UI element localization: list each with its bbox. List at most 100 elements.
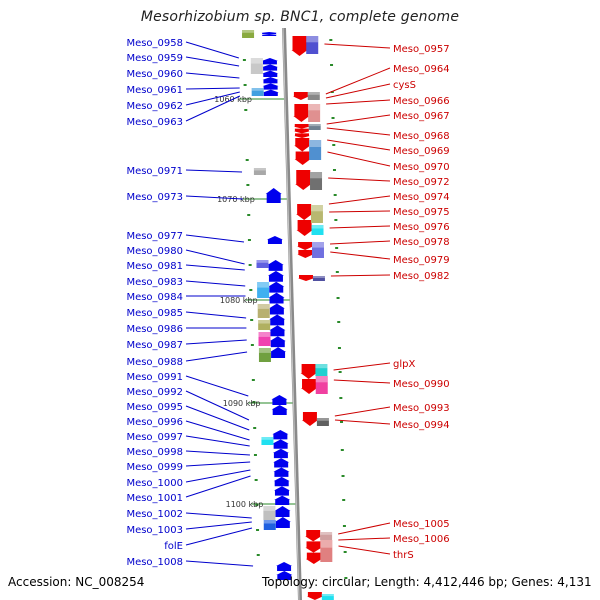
tick-mark xyxy=(334,219,338,221)
gene-box-highlight xyxy=(306,36,319,43)
gene-label-right[interactable]: Meso_0978 xyxy=(393,237,450,248)
forward-gene-arrow xyxy=(273,467,290,477)
tick-mark xyxy=(330,64,334,66)
forward-genes xyxy=(261,32,293,580)
gene-label-right[interactable]: Meso_0968 xyxy=(393,131,450,142)
right-leader-line xyxy=(327,139,391,151)
gene-label-left[interactable]: Meso_0998 xyxy=(126,447,183,458)
gene-label-left[interactable]: Meso_0992 xyxy=(126,387,183,398)
right-leader-line xyxy=(328,195,391,205)
reverse-gene-arrow xyxy=(295,170,312,190)
gene-label-right[interactable]: Meso_0974 xyxy=(393,192,450,203)
gene-function-box xyxy=(263,520,276,530)
gene-label-left[interactable]: Meso_0971 xyxy=(126,166,183,177)
gene-label-right[interactable]: Meso_0994 xyxy=(393,420,450,431)
tick-mark xyxy=(337,321,341,323)
left-leader-line xyxy=(185,234,245,243)
right-leader-line xyxy=(330,240,391,245)
tick-mark xyxy=(243,84,247,86)
left-leader-line xyxy=(185,450,250,456)
gene-function-box xyxy=(320,540,333,562)
tick-mark xyxy=(339,397,343,399)
right-leader-line xyxy=(326,127,391,136)
tick-mark xyxy=(333,194,337,196)
gene-label-right[interactable]: Meso_0976 xyxy=(393,222,450,233)
gene-label-left[interactable]: folE xyxy=(164,541,183,552)
gene-label-left[interactable]: Meso_0991 xyxy=(126,372,183,383)
gene-label-left[interactable]: Meso_1000 xyxy=(126,478,183,489)
tick-mark xyxy=(242,59,246,61)
gene-label-right[interactable]: cysS xyxy=(393,80,416,91)
reverse-gene-arrow xyxy=(297,275,314,281)
gene-label-right[interactable]: Meso_0979 xyxy=(393,255,450,266)
gene-label-left[interactable]: Meso_1008 xyxy=(126,557,183,568)
gene-function-box xyxy=(321,594,334,600)
tick-marks xyxy=(242,34,348,579)
right-leader-line xyxy=(338,522,391,535)
gene-label-left[interactable]: Meso_0984 xyxy=(126,292,183,303)
gene-label-left[interactable]: Meso_0996 xyxy=(126,417,183,428)
gene-label-right[interactable]: Meso_0964 xyxy=(393,64,450,75)
gene-label-right[interactable]: thrS xyxy=(393,550,414,561)
forward-gene-arrow xyxy=(261,34,278,36)
forward-gene-arrow xyxy=(262,89,279,96)
gene-label-right[interactable]: Meso_0957 xyxy=(393,44,450,55)
gene-label-left[interactable]: Meso_0981 xyxy=(126,261,183,272)
gene-function-box xyxy=(261,437,274,445)
gene-label-left[interactable]: Meso_0959 xyxy=(126,53,183,64)
gene-function-box xyxy=(258,320,271,330)
forward-gene-arrow xyxy=(274,495,291,505)
gene-label-left[interactable]: Meso_0995 xyxy=(126,402,183,413)
gene-label-right[interactable]: Meso_0967 xyxy=(393,111,450,122)
left-leader-line xyxy=(185,435,250,447)
gene-label-right[interactable]: Meso_0966 xyxy=(393,96,450,107)
reverse-genes xyxy=(291,36,323,600)
gene-label-left[interactable]: Meso_1003 xyxy=(126,525,183,536)
topology-text: Topology: circular; Length: 4,412,446 bp… xyxy=(262,575,592,589)
gene-box-highlight xyxy=(316,418,329,421)
gene-label-right[interactable]: Meso_1005 xyxy=(393,519,450,530)
gene-box-highlight xyxy=(310,205,323,212)
reverse-gene-arrow xyxy=(301,379,318,394)
gene-box-highlight xyxy=(263,520,276,524)
gene-label-right[interactable]: Meso_0972 xyxy=(393,177,450,188)
kbp-label: 1090 kbp xyxy=(223,399,261,408)
forward-gene-arrow xyxy=(276,571,293,580)
gene-label-left[interactable]: Meso_0997 xyxy=(126,432,183,443)
gene-label-left[interactable]: Meso_0973 xyxy=(126,192,183,203)
gene-function-box xyxy=(316,418,329,426)
gene-label-left[interactable]: Meso_0986 xyxy=(126,324,183,335)
gene-label-right[interactable]: Meso_0990 xyxy=(393,379,450,390)
gene-box-highlight xyxy=(311,242,324,248)
gene-label-right[interactable]: Meso_0975 xyxy=(393,207,450,218)
left-leader-line xyxy=(185,195,243,200)
gene-label-left[interactable]: Meso_0999 xyxy=(126,462,183,473)
forward-gene-arrow xyxy=(268,303,285,315)
right-leader-line xyxy=(326,114,391,125)
gene-label-left[interactable]: Meso_0987 xyxy=(126,340,183,351)
genome-title: Mesorhizobium sp. BNC1, complete genome xyxy=(140,9,460,25)
gene-label-right[interactable]: Meso_0970 xyxy=(393,162,450,173)
gene-label-left[interactable]: Meso_0960 xyxy=(126,69,183,80)
gene-label-left[interactable]: Meso_0985 xyxy=(126,308,183,319)
gene-label-left[interactable]: Meso_1001 xyxy=(126,493,183,504)
gene-label-left[interactable]: Meso_0958 xyxy=(126,38,183,49)
gene-label-left[interactable]: Meso_0963 xyxy=(126,117,183,128)
gene-label-right[interactable]: Meso_0993 xyxy=(393,403,450,414)
gene-label-left[interactable]: Meso_0988 xyxy=(126,357,183,368)
gene-label-left[interactable]: Meso_0961 xyxy=(126,85,183,96)
gene-label-left[interactable]: Meso_0980 xyxy=(126,246,183,257)
gene-box-highlight xyxy=(312,276,325,278)
tick-mark xyxy=(342,499,346,501)
gene-label-right[interactable]: Meso_0982 xyxy=(393,271,450,282)
gene-label-left[interactable]: Meso_0983 xyxy=(126,277,183,288)
gene-label-right[interactable]: Meso_1006 xyxy=(393,534,450,545)
right-leader-line xyxy=(325,83,391,99)
gene-label-left[interactable]: Meso_0962 xyxy=(126,101,183,112)
gene-label-right[interactable]: glpX xyxy=(393,359,415,370)
gene-label-left[interactable]: Meso_1002 xyxy=(126,509,183,520)
gene-label-left[interactable]: Meso_0977 xyxy=(126,231,183,242)
gene-label-right[interactable]: Meso_0969 xyxy=(393,146,450,157)
